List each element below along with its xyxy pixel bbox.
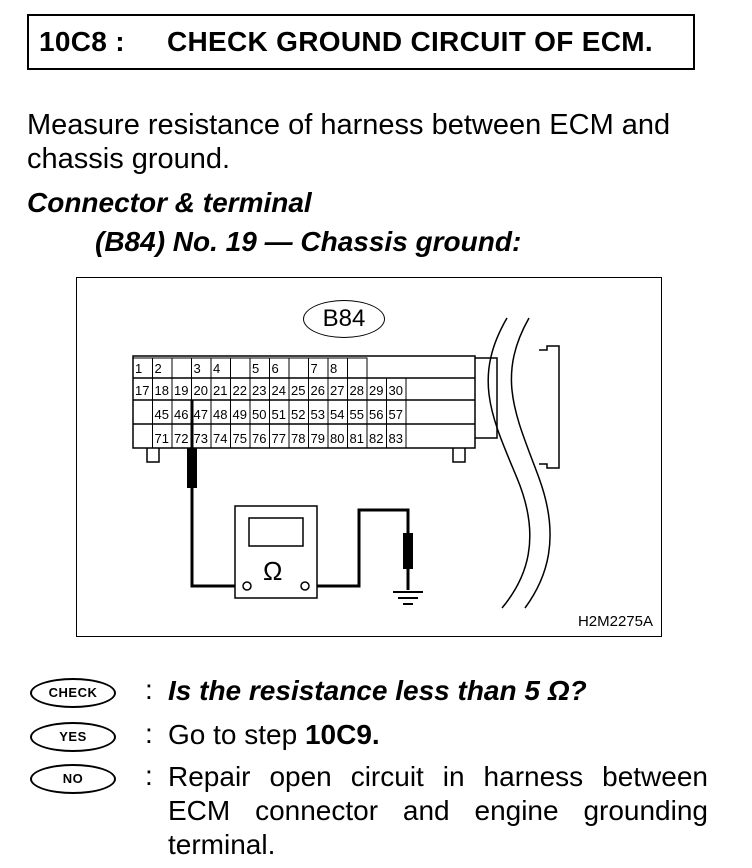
terminal-number: 76 bbox=[252, 431, 266, 446]
terminal-number: 56 bbox=[369, 407, 383, 422]
connector-detail: (B84) No. 19 — Chassis ground: bbox=[95, 226, 522, 257]
terminal-number: 47 bbox=[194, 407, 208, 422]
terminal-number: 79 bbox=[311, 431, 325, 446]
figure-id: H2M2275A bbox=[577, 613, 653, 630]
terminal-number: 2 bbox=[155, 361, 162, 376]
terminal-number: 74 bbox=[213, 431, 227, 446]
terminal-number: 24 bbox=[272, 383, 286, 398]
terminal-cell bbox=[230, 357, 251, 379]
terminal-number: 46 bbox=[174, 407, 188, 422]
terminal-number: 18 bbox=[155, 383, 169, 398]
terminal-number: 6 bbox=[272, 361, 279, 376]
step-title: CHECK GROUND CIRCUIT OF ECM. bbox=[167, 26, 653, 57]
terminal-number: 54 bbox=[330, 407, 344, 422]
no-instruction: Repair open circuit in harness between E… bbox=[168, 761, 708, 860]
terminal-number: 20 bbox=[194, 383, 208, 398]
terminal-number: 28 bbox=[350, 383, 364, 398]
no-colon: : bbox=[145, 760, 153, 791]
yes-instruction: Go to step 10C9. bbox=[168, 718, 708, 752]
terminal-number: 77 bbox=[272, 431, 286, 446]
terminal-number: 78 bbox=[291, 431, 305, 446]
check-question: Is the resistance less than 5 Ω? bbox=[168, 675, 587, 706]
terminal-number: 23 bbox=[252, 383, 266, 398]
yes-badge: YES bbox=[30, 722, 116, 752]
terminal-number: 52 bbox=[291, 407, 305, 422]
ohm-symbol: Ω bbox=[263, 556, 283, 586]
terminal-number: 50 bbox=[252, 407, 266, 422]
terminal-number: 22 bbox=[233, 383, 247, 398]
check-badge: CHECK bbox=[30, 678, 116, 708]
terminal-number: 21 bbox=[213, 383, 227, 398]
terminal-number: 80 bbox=[330, 431, 344, 446]
terminal-number: 81 bbox=[350, 431, 364, 446]
terminal-number: 75 bbox=[233, 431, 247, 446]
terminal-number: 5 bbox=[252, 361, 259, 376]
terminal-cell bbox=[386, 423, 407, 449]
terminal-number: 3 bbox=[194, 361, 201, 376]
connector-heading: Connector & terminal bbox=[27, 187, 312, 218]
terminal-number: 26 bbox=[311, 383, 325, 398]
terminal-number: 7 bbox=[311, 361, 318, 376]
terminal-number: 73 bbox=[194, 431, 208, 446]
terminal-number: 1 bbox=[135, 361, 142, 376]
yes-text: Go to step bbox=[168, 719, 305, 750]
terminal-number: 19 bbox=[174, 383, 188, 398]
terminal-cell bbox=[171, 357, 192, 379]
terminal-number: 29 bbox=[369, 383, 383, 398]
terminal-number: 53 bbox=[311, 407, 325, 422]
terminal-cell bbox=[347, 357, 368, 379]
intro-text: Measure resistance of harness between EC… bbox=[27, 109, 671, 175]
terminal-number: 27 bbox=[330, 383, 344, 398]
terminal-number: 17 bbox=[135, 383, 149, 398]
terminal-number: 71 bbox=[155, 431, 169, 446]
terminal-number: 57 bbox=[389, 407, 403, 422]
terminal-number: 25 bbox=[291, 383, 305, 398]
terminal-number: 83 bbox=[389, 431, 403, 446]
yes-colon: : bbox=[145, 718, 153, 749]
terminal-number: 48 bbox=[213, 407, 227, 422]
terminal-number: 49 bbox=[233, 407, 247, 422]
step-code: 10C8 : bbox=[39, 26, 125, 57]
yes-step-link: 10C9. bbox=[304, 719, 380, 750]
terminal-number: 8 bbox=[330, 361, 337, 376]
terminal-cell bbox=[288, 357, 309, 379]
terminal-number: 4 bbox=[213, 361, 220, 376]
terminal-number: 55 bbox=[350, 407, 364, 422]
terminal-number: 51 bbox=[272, 407, 286, 422]
check-colon: : bbox=[145, 674, 153, 705]
no-badge: NO bbox=[30, 764, 116, 794]
step-header: 10C8 : CHECK GROUND CIRCUIT OF ECM. bbox=[27, 14, 695, 70]
terminal-number: 30 bbox=[389, 383, 403, 398]
terminal-number: 45 bbox=[155, 407, 169, 422]
connector-label: B84 bbox=[303, 300, 385, 338]
terminal-number: 72 bbox=[174, 431, 188, 446]
terminal-number: 82 bbox=[369, 431, 383, 446]
